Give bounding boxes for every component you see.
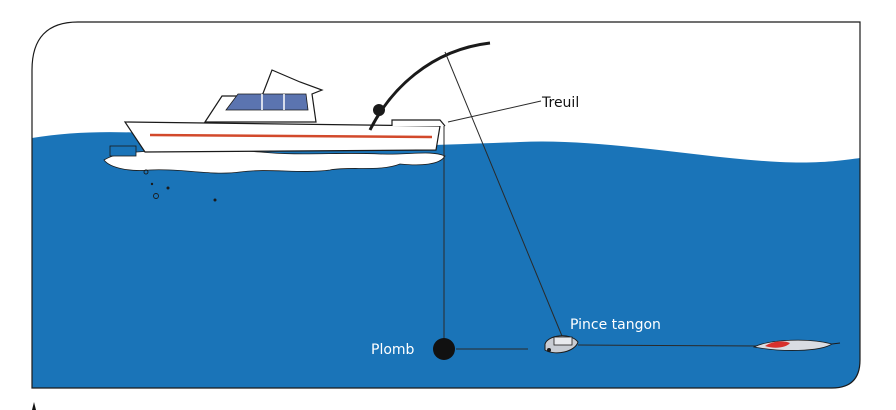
winch-label: Treuil [541,95,579,111]
lure-line [577,344,761,347]
scene-frame [31,21,861,389]
lure-icon [752,339,841,351]
winch-arm [391,119,446,127]
winch-pointer [447,100,542,123]
hull-stripe [149,133,433,139]
sinker-label: Plomb [371,342,415,358]
fishing-lines [443,51,761,350]
fishing-rod-icon [368,41,491,131]
rod-line [444,51,563,337]
boat-icon [103,69,446,202]
page-marker [32,402,36,410]
release-clip-label: Pince tangon [570,317,661,333]
sinker-icon [433,338,455,360]
sea [32,132,860,388]
cabin-window [225,93,309,111]
release-clip-icon [544,335,579,354]
